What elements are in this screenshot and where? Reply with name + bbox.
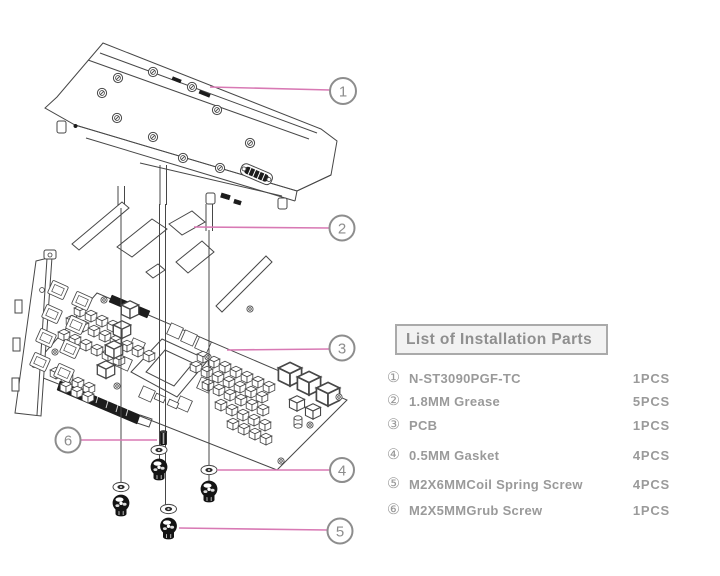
parts-list-title: List of Installation Parts xyxy=(406,330,593,348)
gasket-washer xyxy=(150,444,168,456)
callouts: 1 2 3 4 5 6 xyxy=(54,77,357,545)
parts-list-row-1: ① N-ST3090PGF-TC 1PCS xyxy=(387,370,670,386)
svg-text:3: 3 xyxy=(338,341,346,358)
parts-list-row-5: ⑤ M2X6MMCoil Spring Screw 4PCS xyxy=(387,476,670,492)
thermal-pad xyxy=(168,210,206,236)
block-branding-marks xyxy=(171,76,211,98)
pci-bracket xyxy=(11,249,57,417)
thermal-pad xyxy=(145,263,166,279)
parts-list-title-box: List of Installation Parts xyxy=(395,324,608,355)
leader-line-3 xyxy=(226,348,331,351)
leader-line-5 xyxy=(178,527,328,531)
gasket-washer xyxy=(160,503,177,515)
item-number-badge: ⑥ xyxy=(387,502,401,518)
water-block-drawing xyxy=(44,42,338,231)
callout-4: 4 xyxy=(329,457,355,483)
spring-screw xyxy=(150,458,168,481)
parts-list-row-4: ④ 0.5MM Gasket 4PCS xyxy=(387,447,670,463)
leader-lines xyxy=(81,86,331,531)
callout-3: 3 xyxy=(328,334,356,362)
item-quantity: 4PCS xyxy=(632,447,670,463)
item-name: 0.5MM Gasket xyxy=(409,447,500,463)
gasket-washer xyxy=(112,481,130,493)
grub-screw xyxy=(159,430,168,445)
leader-line-2 xyxy=(193,226,331,229)
parts-list: ① N-ST3090PGF-TC 1PCS ② 1.8MM Grease 5PC… xyxy=(387,366,670,526)
callout-5: 5 xyxy=(326,517,354,545)
item-number-badge: ④ xyxy=(387,447,401,463)
thermal-pad xyxy=(71,201,130,251)
parts-list-row-2: ② 1.8MM Grease 5PCS xyxy=(387,393,670,409)
item-number-badge: ⑤ xyxy=(387,476,401,492)
leader-line-1 xyxy=(209,86,331,91)
svg-text:5: 5 xyxy=(336,524,344,541)
svg-text:4: 4 xyxy=(338,463,346,480)
spring-screw xyxy=(200,480,218,503)
item-quantity: 1PCS xyxy=(632,370,670,386)
callout-2: 2 xyxy=(328,214,356,242)
item-quantity: 1PCS xyxy=(632,417,670,433)
item-name: M2X5MMGrub Screw xyxy=(409,502,543,518)
parts-list-row-3: ③ PCB 1PCS xyxy=(387,417,670,433)
item-name: PCB xyxy=(409,417,438,433)
svg-text:1: 1 xyxy=(339,84,347,101)
item-name: N-ST3090PGF-TC xyxy=(409,370,521,386)
callout-1: 1 xyxy=(329,77,357,105)
alignment-lines xyxy=(120,204,210,506)
item-number-badge: ③ xyxy=(387,417,401,433)
thermal-pad xyxy=(175,240,215,274)
gasket-washer xyxy=(200,464,218,476)
spring-screw xyxy=(112,494,130,517)
fasteners xyxy=(112,430,218,540)
item-name: 1.8MM Grease xyxy=(409,393,501,409)
pcb-drawing xyxy=(27,292,348,471)
spring-screw xyxy=(159,517,178,540)
item-number-badge: ① xyxy=(387,370,401,386)
svg-text:6: 6 xyxy=(64,433,72,450)
item-number-badge: ② xyxy=(387,393,401,409)
item-quantity: 1PCS xyxy=(632,502,670,518)
thermal-pad xyxy=(116,218,168,258)
callout-6: 6 xyxy=(54,426,82,454)
thermal-pads xyxy=(71,201,273,313)
item-quantity: 5PCS xyxy=(632,393,670,409)
item-name: M2X6MMCoil Spring Screw xyxy=(409,476,583,492)
block-terminal-connector xyxy=(239,163,273,186)
svg-text:2: 2 xyxy=(338,221,346,238)
item-quantity: 4PCS xyxy=(632,476,670,492)
thermal-pad xyxy=(215,255,273,313)
capacitor xyxy=(293,415,303,429)
parts-list-row-6: ⑥ M2X5MMGrub Screw 1PCS xyxy=(387,502,670,518)
